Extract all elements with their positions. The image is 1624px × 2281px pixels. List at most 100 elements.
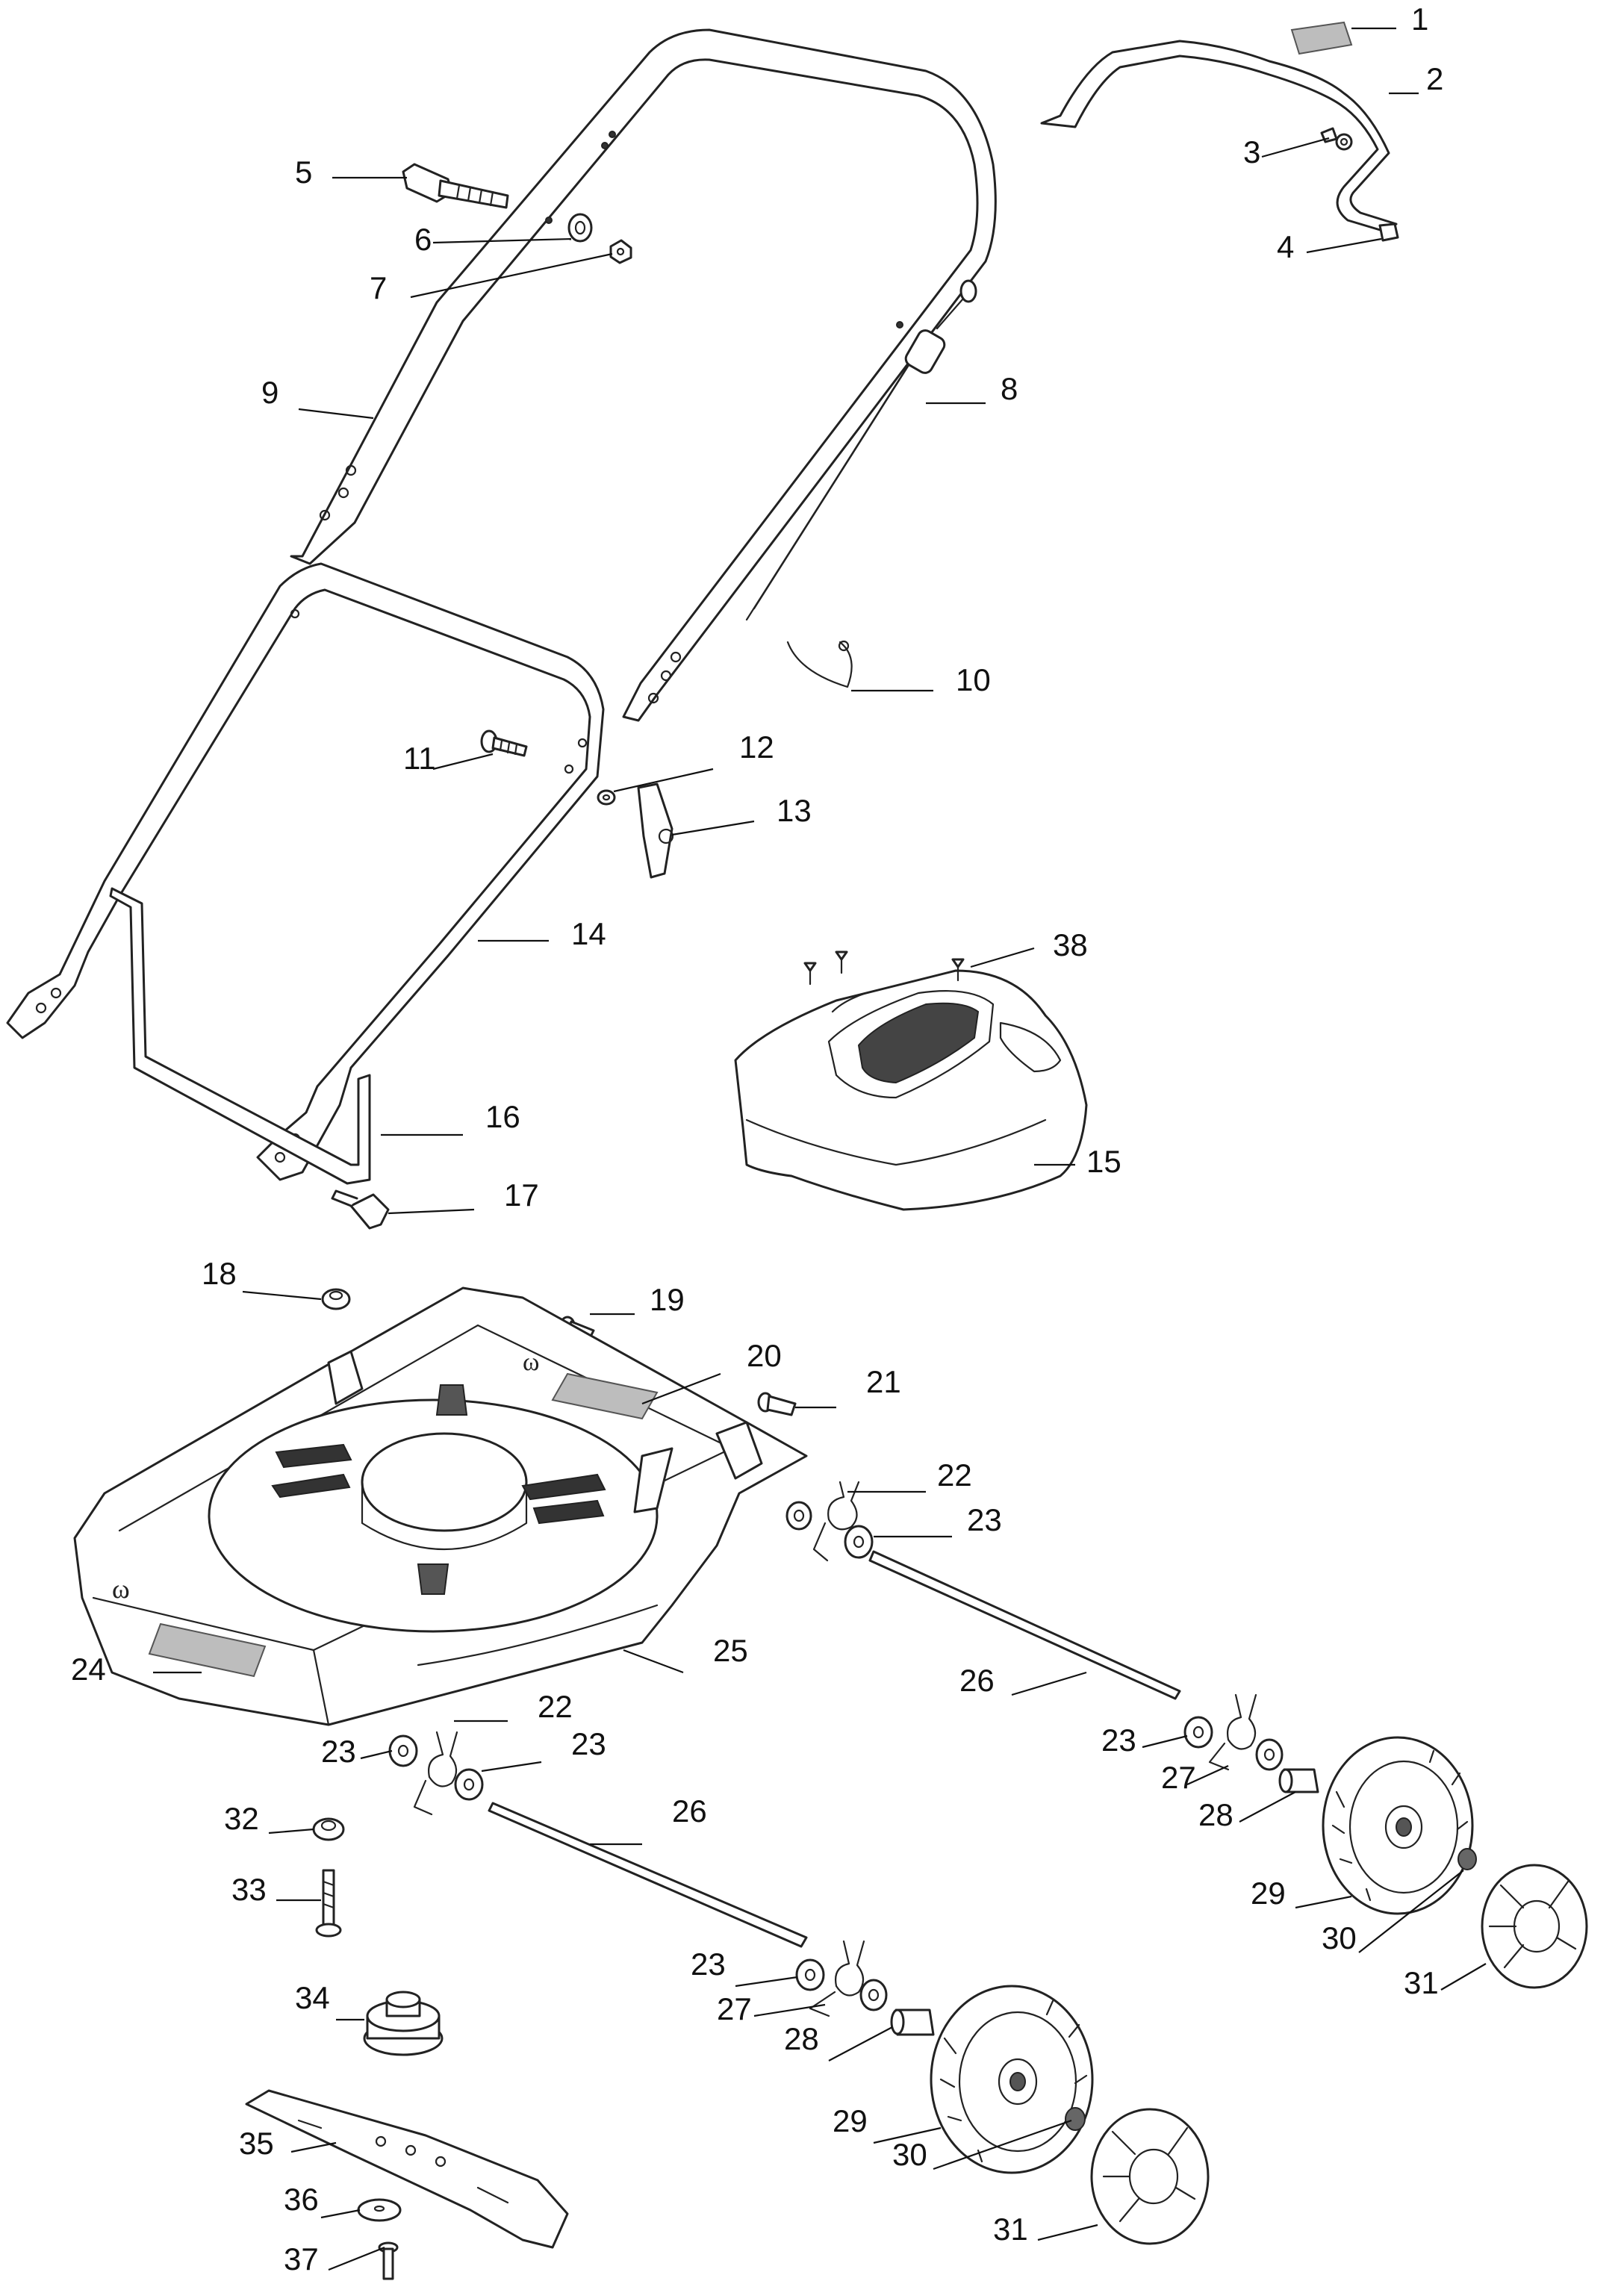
callout-number-1: 1	[1411, 1, 1428, 37]
callout-number-23c: 23	[321, 1734, 356, 1769]
callout-3: 3	[1243, 134, 1330, 169]
callout-number-30b: 30	[892, 2137, 927, 2172]
callout-number-11: 11	[403, 741, 436, 776]
callout-number-16: 16	[485, 1099, 520, 1134]
callout-30b: 30	[892, 2119, 1072, 2172]
callout-35: 35	[239, 2126, 337, 2161]
callout-leader-25	[623, 1649, 684, 1674]
callout-number-10: 10	[956, 662, 991, 697]
callout-leader-32	[268, 1828, 314, 1835]
callout-18: 18	[202, 1256, 322, 1301]
callout-leader-12	[613, 768, 714, 793]
callout-30a: 30	[1322, 1870, 1464, 1955]
warning-label	[1290, 21, 1353, 55]
callout-number-2: 2	[1426, 61, 1443, 96]
callout-23b: 23	[1101, 1723, 1188, 1758]
callout-number-22a: 22	[937, 1457, 972, 1493]
left-wheel-assembly	[795, 1940, 1210, 2245]
cap-nut	[321, 1288, 351, 1310]
bail-lever	[1040, 40, 1398, 233]
callout-number-30a: 30	[1322, 1920, 1357, 1955]
blade-adapter	[363, 1991, 444, 2056]
callout-7: 7	[370, 252, 613, 305]
callout-number-15: 15	[1086, 1144, 1121, 1179]
cutting-blade	[245, 2089, 569, 2249]
callout-26a: 26	[959, 1663, 1087, 1698]
blade-nut	[312, 1817, 345, 1841]
callout-number-19: 19	[650, 1282, 685, 1317]
callout-number-28b: 28	[784, 2021, 819, 2056]
callout-number-26b: 26	[672, 1793, 707, 1829]
callout-leader-3	[1261, 137, 1330, 158]
callout-leader-7	[410, 252, 613, 299]
callout-number-26a: 26	[959, 1663, 995, 1698]
callout-28a: 28	[1198, 1791, 1296, 1832]
callout-leader-11	[432, 753, 494, 771]
callout-number-27b: 27	[717, 1991, 752, 2026]
callout-number-20: 20	[747, 1338, 782, 1373]
callout-36: 36	[284, 2182, 361, 2219]
svg-text:ω: ω	[112, 1574, 130, 1604]
callout-21: 21	[795, 1364, 901, 1409]
callout-leader-9	[298, 408, 374, 420]
callout-leader-31b	[1037, 2224, 1098, 2241]
callout-16: 16	[381, 1099, 520, 1136]
callout-leader-38	[970, 947, 1035, 968]
mower-deck: ω ω	[73, 1286, 808, 1726]
callout-2: 2	[1389, 61, 1443, 96]
callout-9: 9	[261, 375, 374, 420]
lower-handle	[6, 562, 605, 1181]
callout-number-31a: 31	[1404, 1965, 1439, 2000]
deck-pin	[757, 1392, 797, 1416]
callout-31a: 31	[1404, 1963, 1487, 2000]
handle-bolt	[402, 163, 509, 209]
handle-nut	[609, 239, 632, 264]
callout-leader-26a	[1011, 1671, 1087, 1696]
callout-number-4: 4	[1277, 229, 1294, 264]
callout-25: 25	[623, 1633, 748, 1674]
callout-24: 24	[71, 1652, 202, 1687]
callout-leader-27a	[1186, 1764, 1229, 1786]
callout-number-29a: 29	[1251, 1876, 1286, 1911]
engine-cover	[734, 969, 1088, 1211]
callout-leader-23b	[1142, 1734, 1188, 1749]
callout-number-6: 6	[414, 222, 432, 257]
callout-number-27a: 27	[1161, 1760, 1196, 1795]
callout-leader-36	[320, 2209, 361, 2219]
callout-number-14: 14	[571, 916, 606, 951]
callout-leader-29b	[873, 2126, 942, 2144]
callout-17: 17	[388, 1177, 539, 1215]
upper-handle	[290, 28, 997, 722]
callout-number-37: 37	[284, 2241, 319, 2277]
callout-leader-4	[1306, 237, 1382, 254]
knob-washer	[597, 789, 616, 806]
callout-33: 33	[231, 1872, 321, 1907]
handle-screw	[480, 729, 528, 757]
callout-number-32: 32	[224, 1801, 259, 1836]
callout-22b: 22	[454, 1689, 573, 1724]
knob-pin	[331, 1189, 390, 1230]
callout-number-5: 5	[295, 155, 312, 190]
callout-number-36: 36	[284, 2182, 319, 2217]
callout-29b: 29	[833, 2103, 942, 2144]
callout-11: 11	[403, 741, 494, 776]
callout-leader-28a	[1239, 1791, 1296, 1823]
callout-20: 20	[641, 1338, 782, 1405]
callout-number-23d: 23	[571, 1726, 606, 1761]
callout-28b: 28	[784, 2021, 893, 2061]
callout-31b: 31	[993, 2212, 1098, 2247]
callout-number-28a: 28	[1198, 1797, 1233, 1832]
callout-number-12: 12	[739, 729, 774, 765]
callout-number-7: 7	[370, 270, 387, 305]
callout-leader-35	[290, 2141, 337, 2153]
callout-number-8: 8	[1001, 371, 1018, 406]
callout-number-35: 35	[239, 2126, 274, 2161]
callout-29a: 29	[1251, 1876, 1352, 1911]
callout-5: 5	[295, 155, 407, 190]
callout-number-38: 38	[1053, 927, 1088, 962]
callout-leader-18	[242, 1290, 322, 1301]
grass-bag-frame	[109, 887, 371, 1185]
callout-number-25: 25	[713, 1633, 748, 1668]
right-wheel-assembly	[1183, 1693, 1588, 1989]
blade-bolt	[315, 1869, 342, 1938]
